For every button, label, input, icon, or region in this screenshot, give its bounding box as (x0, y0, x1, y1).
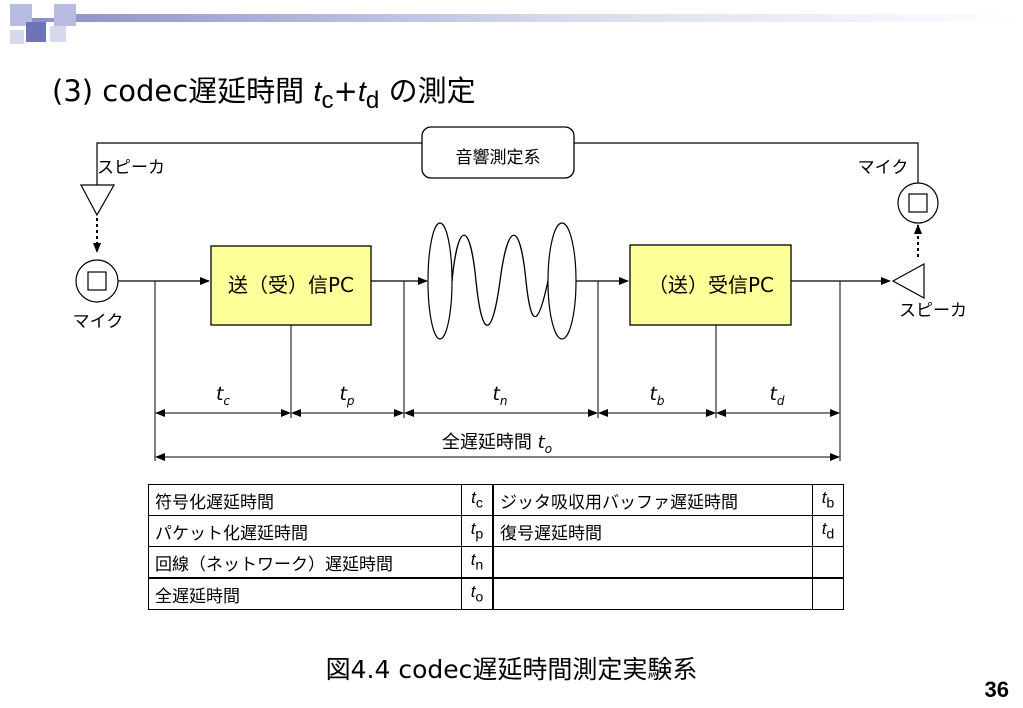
table-symbol-cell: td (812, 515, 844, 547)
table-cell: 符号化遅延時間 (148, 484, 462, 516)
interval-label-b: tb (649, 383, 664, 408)
figure-caption: 図4.4 codec遅延時間測定実験系 (325, 655, 698, 684)
pc-left-box (210, 245, 372, 326)
delay-measurement-diagram: 音響測定系 スピーカ マイク マイク スピーカ 送（受）信PC （送）受信PC … (73, 126, 967, 461)
system-box-label: 音響測定系 (456, 148, 541, 168)
deco-square (10, 4, 32, 26)
delay-definition-table: 符号化遅延時間 tc ジッタ吸収用バッファ遅延時間 tb パケット化遅延時間 t… (148, 484, 844, 610)
network-wave (451, 234, 549, 326)
title-plus: + (333, 74, 358, 108)
table-symbol-cell (812, 577, 844, 610)
speaker-left-label: スピーカ (97, 158, 165, 178)
table-cell: ジッタ吸収用バッファ遅延時間 (492, 484, 813, 516)
table-cell (492, 546, 813, 579)
table-row: 全遅延時間 to (148, 577, 844, 610)
network-ellipse-right (547, 222, 577, 340)
deco-square (32, 0, 54, 18)
table-cell (492, 577, 813, 610)
title-text: (3) codec遅延時間 (52, 74, 314, 108)
mic-left-square (87, 271, 107, 291)
title-subscript: c (321, 86, 334, 114)
deco-square (50, 26, 66, 42)
measure-loop-line (574, 142, 919, 185)
title-symbol: t (313, 76, 322, 108)
table-cell: 回線（ネットワーク）遅延時間 (148, 546, 462, 579)
mic-left-label: マイク (73, 312, 124, 332)
total-delay-label: 全遅延時間 to (442, 432, 552, 456)
interval-label-n: tn (492, 383, 507, 408)
deco-square (26, 22, 46, 42)
page-number: 36 (984, 677, 1009, 702)
pc-right-box (629, 244, 792, 326)
deco-square (10, 30, 24, 44)
table-cell: 全遅延時間 (148, 577, 462, 610)
slide-title: (3) codec遅延時間 tc+td の測定 (52, 68, 476, 115)
header-decoration (10, 0, 1020, 44)
table-symbol-cell: tc (461, 484, 494, 516)
pc-right-label: （送）受信PC (648, 273, 774, 297)
network-ellipse-left (427, 222, 453, 340)
table-symbol-cell: to (461, 577, 494, 610)
speaker-right-label: スピーカ (899, 301, 967, 321)
mic-right-label: マイク (858, 158, 909, 178)
table-row: 符号化遅延時間 tc ジッタ吸収用バッファ遅延時間 tb (148, 484, 844, 516)
table-symbol-cell: tb (812, 484, 844, 516)
system-box (421, 126, 575, 179)
pc-left-label: 送（受）信PC (228, 273, 354, 297)
header-bar (30, 14, 1020, 22)
title-text: の測定 (379, 74, 476, 108)
table-row: パケット化遅延時間 tp 復号遅延時間 td (148, 515, 844, 547)
table-cell: 復号遅延時間 (492, 515, 813, 547)
interval-label-d: td (769, 383, 784, 408)
table-row: 回線（ネットワーク）遅延時間 tn (148, 546, 844, 579)
deco-square (54, 4, 76, 26)
table-symbol-cell: tn (461, 546, 494, 579)
measure-loop-line (96, 142, 422, 185)
interval-label-p: tp (339, 383, 354, 408)
table-cell: パケット化遅延時間 (148, 515, 462, 547)
mic-right-square (908, 193, 928, 213)
interval-label-c: tc (216, 383, 230, 408)
speaker-right-icon (891, 262, 925, 300)
table-symbol-cell: tp (461, 515, 494, 547)
title-symbol: t (357, 76, 366, 108)
speaker-left-icon (80, 184, 116, 217)
table-symbol-cell (812, 546, 844, 579)
title-subscript: d (365, 86, 380, 114)
